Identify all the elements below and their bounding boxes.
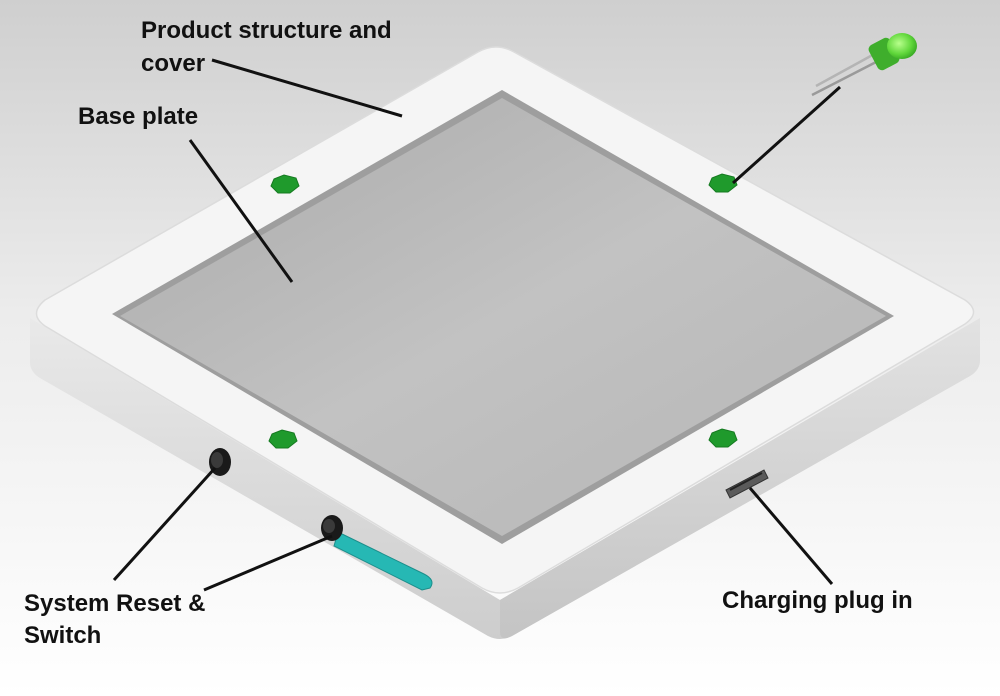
label-product-structure-line2: cover xyxy=(141,50,205,77)
led-icon xyxy=(708,428,738,448)
leader-line-switch xyxy=(203,534,333,592)
label-charging-plug: Charging plug in xyxy=(722,587,913,614)
led-icon xyxy=(270,174,300,194)
label-product-structure-line1: Product structure and xyxy=(141,17,392,44)
label-base-plate: Base plate xyxy=(78,103,198,130)
leader-line-product-structure xyxy=(211,58,403,118)
frame-side-walls xyxy=(30,318,980,639)
leader-line-led xyxy=(731,85,842,185)
usb-port-icon xyxy=(725,469,769,499)
switch-icon xyxy=(321,515,433,591)
frame-side-wall-right xyxy=(500,318,980,639)
leader-line-base-plate xyxy=(188,139,294,283)
led-icon xyxy=(708,173,738,193)
base-plate xyxy=(120,98,886,536)
leader-line-charging-plug xyxy=(748,487,834,585)
label-system-reset-line1: System Reset & xyxy=(24,590,205,617)
leader-line-system-reset xyxy=(112,466,217,582)
led-icon xyxy=(268,429,298,449)
led-group xyxy=(268,173,738,449)
label-system-reset-line2: Switch xyxy=(24,622,101,649)
led-component-icon xyxy=(811,33,917,97)
leader-lines xyxy=(112,58,842,592)
